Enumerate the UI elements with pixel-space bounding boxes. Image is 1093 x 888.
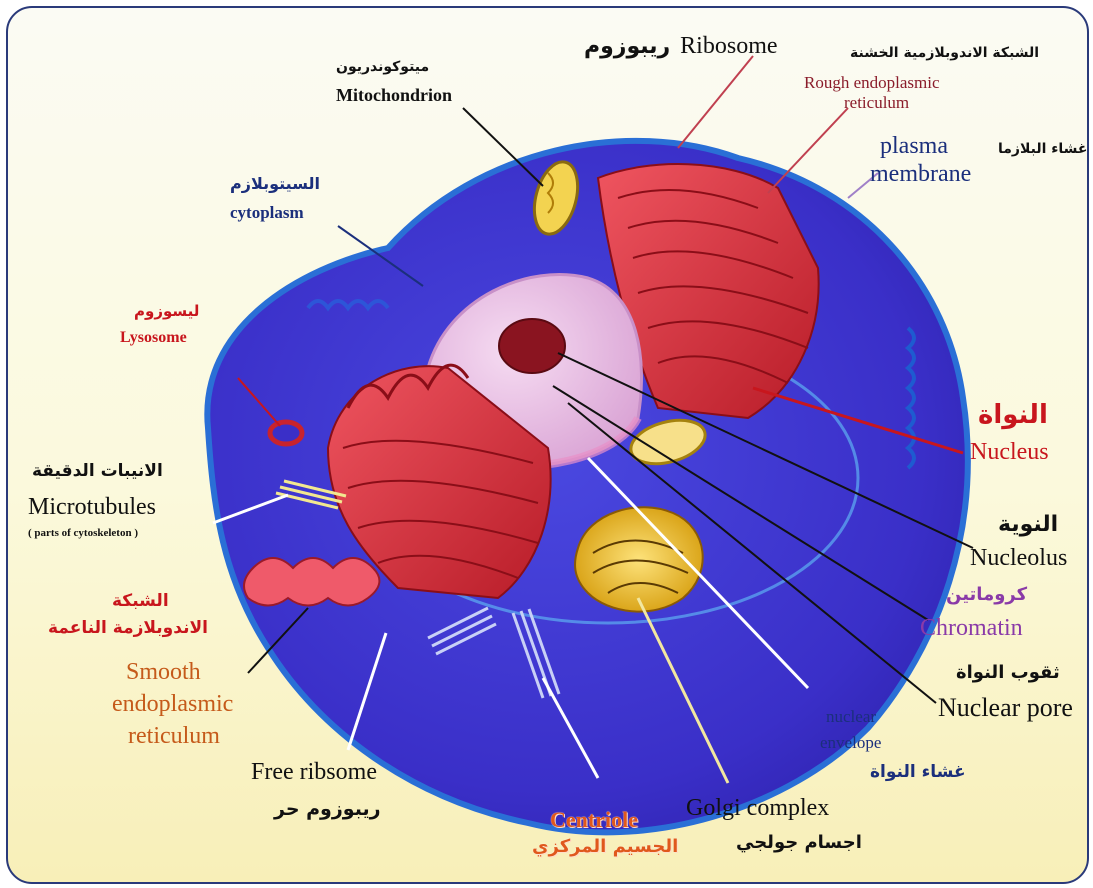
label-plasma-membrane-en-2: membrane (870, 162, 971, 187)
label-cytoplasm-ar: السيتوبلازم (230, 176, 320, 193)
label-smooth-er-en-1: Smooth (126, 660, 201, 685)
label-nucleus-en: Nucleus (970, 440, 1049, 465)
label-rough-er-en-2: reticulum (844, 94, 909, 112)
label-centriole-ar: الجسيم المركزي (532, 838, 678, 857)
label-cytoplasm-en: cytoplasm (230, 204, 304, 222)
label-smooth-er-en-3: reticulum (128, 724, 220, 749)
label-mitochondrion-ar: ميتوكوندريون (336, 60, 429, 75)
smooth-er (244, 558, 379, 606)
diagram-frame: ريبوزوم Ribosome الشبكة الاندوبلازمية ال… (6, 6, 1089, 884)
label-free-ribosome-en: Free ribsome (251, 760, 377, 785)
label-nuclear-envelope-ar: غشاء النواة (870, 764, 966, 782)
label-ribosome: ريبوزوم Ribosome (584, 34, 778, 59)
label-nuclear-pore-en: Nuclear pore (938, 694, 1073, 721)
label-nuclear-pore-ar: ثقوب النواة (956, 664, 1060, 683)
label-microtubules-note: ( parts of cytoskeleton ) (28, 528, 138, 540)
label-free-ribosome-ar: ريبوزوم حر (274, 800, 381, 820)
label-chromatin-en: Chromatin (920, 616, 1023, 641)
label-ribosome-ar: ريبوزوم (584, 34, 670, 59)
label-nuclear-envelope-en-1: nuclear (826, 708, 876, 726)
label-plasma-membrane-ar: غشاء البلازما (998, 142, 1087, 157)
label-microtubules-ar: الانيبات الدقيقة (32, 463, 163, 481)
label-mitochondrion-en: Mitochondrion (336, 86, 452, 105)
label-lysosome-ar: ليسوزوم (134, 304, 199, 320)
label-golgi-ar: اجسام جولجي (736, 834, 862, 853)
label-nucleolus-en: Nucleolus (970, 546, 1067, 571)
label-ribosome-en: Ribosome (680, 33, 777, 59)
lysosome (270, 422, 302, 444)
label-nuclear-envelope-en-2: envelope (820, 734, 881, 752)
label-nucleus-ar: النواة (978, 402, 1048, 429)
label-smooth-er-ar-2: الاندوبلازمة الناعمة (48, 620, 208, 638)
label-smooth-er-en-2: endoplasmic (112, 692, 233, 717)
label-centriole-en: Centriole (550, 808, 638, 831)
label-microtubules-en: Microtubules (28, 495, 156, 520)
cell-cytoplasm (207, 141, 967, 832)
label-smooth-er-ar-1: الشبكة (112, 593, 169, 611)
label-lysosome-en: Lysosome (120, 330, 187, 347)
nucleolus (499, 319, 565, 373)
label-nucleolus-ar: النوية (998, 513, 1058, 536)
label-rough-er-ar: الشبكة الاندوبلازمية الخشنة (850, 46, 1039, 61)
label-plasma-membrane-en-1: plasma (880, 134, 948, 159)
label-rough-er-en-1: Rough endoplasmic (804, 74, 940, 92)
label-golgi-en: Golgi complex (686, 796, 829, 821)
label-chromatin-ar: كروماتين (946, 586, 1027, 605)
